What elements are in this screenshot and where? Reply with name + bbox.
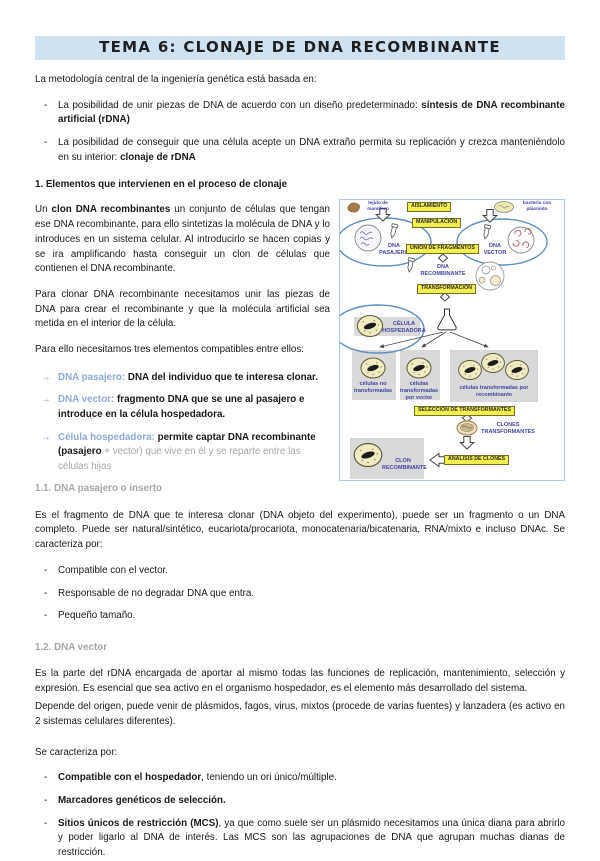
- flask-icon: [437, 308, 457, 331]
- celulas-transformadas-vector-label: células transformadas por vector: [399, 381, 439, 402]
- cell-icon: [481, 353, 505, 374]
- paragraph-text: Un: [35, 204, 52, 216]
- bullet-bold-text: síntesis de DNA recombinante artificial …: [58, 99, 565, 126]
- aislamiento-box: AISLAMIENTO: [407, 202, 452, 213]
- list-item: Pequeño tamaño.: [35, 609, 565, 624]
- section-1-2: 1.2. DNA vector Es la parte del rDNA enc…: [35, 642, 565, 861]
- list-item: Compatible con el hospedador, teniendo u…: [35, 771, 565, 786]
- bullet-bold-text: Compatible con el hospedador: [58, 772, 202, 784]
- list-item: Marcadores genéticos de selección.: [35, 794, 565, 809]
- microtube-icon: [388, 223, 399, 240]
- paragraph-bold-text: clon DNA recombinantes: [51, 204, 171, 216]
- connector-diamond-icon: [440, 292, 450, 302]
- list-item: Sitios únicos de restricción (MCS), ya q…: [35, 817, 565, 861]
- arrow-item-dna-vector: → DNA vector: fragmento DNA que se une al…: [35, 393, 330, 422]
- host-cell-icon: [356, 315, 384, 338]
- microtube-icon: [405, 257, 415, 274]
- arrow-item-muted: + vector) que vive en él y se reparte en…: [58, 446, 301, 473]
- page-title: TEMA 6: CLONAJE DE DNA RECOMBINANTE: [99, 38, 501, 56]
- manipulacion-box: MANIPULACIÓN: [412, 218, 462, 229]
- down-arrow-icon: [459, 436, 475, 450]
- paragraph: Depende del origen, puede venir de plásm…: [35, 701, 565, 727]
- dna-vector-label: DNA VECTOR: [483, 243, 507, 257]
- bullet-bold-text: Marcadores genéticos de selección.: [58, 795, 226, 806]
- celula-hospedadora-label: CÉLULA HOSPEDADORA: [382, 321, 426, 335]
- intro-bullet-list: La posibilidad de unir piezas de DNA de …: [35, 99, 565, 166]
- clone-cell-icon: [353, 443, 383, 468]
- paragraph: Es el fragmento de DNA que te interesa c…: [35, 509, 565, 551]
- bullet-text: La posibilidad de conseguir que una célu…: [58, 137, 565, 163]
- dna-pasajero-icon: [354, 224, 382, 252]
- spread-arrows: [379, 332, 489, 349]
- paragraph-text: un conjunto de células que tengan ese DN…: [35, 204, 330, 275]
- section-1-1: Es el fragmento de DNA que te interesa c…: [35, 509, 565, 624]
- section-1-text-column: Un clon DNA recombinantes un conjunto de…: [35, 203, 330, 493]
- section-1-2-bullets: Compatible con el hospedador, teniendo u…: [35, 771, 565, 860]
- section-1-1-heading: 1.1. DNA pasajero o inserto: [35, 482, 163, 494]
- list-item: Responsable de no degradar DNA que entra…: [35, 587, 565, 602]
- arrow-glyph: →: [41, 431, 51, 443]
- section-1-2-heading: 1.2. DNA vector: [35, 641, 108, 653]
- arrow-glyph: →: [41, 394, 51, 406]
- dna-vector-icon: [507, 226, 535, 254]
- dna-recombinante-label: DNA RECOMBINANTE: [420, 264, 466, 278]
- list-item: La posibilidad de conseguir que una célu…: [35, 136, 565, 165]
- petri-dish-icon: [456, 420, 478, 436]
- celulas-no-transformadas-label: células no transformadas: [353, 381, 393, 395]
- intro-lead: La metodología central de la ingeniería …: [35, 74, 317, 85]
- arrow-item-desc: DNA del individuo que te interesa clonar…: [125, 371, 319, 383]
- dna-recombinante-icon: [475, 261, 505, 291]
- title-highlight-band: TEMA 6: CLONAJE DE DNA RECOMBINANTE: [35, 36, 565, 60]
- paragraph: Para ello necesitamos tres elementos com…: [35, 343, 305, 355]
- section-1-heading: 1. Elementos que intervienen en el proce…: [35, 179, 288, 191]
- section-1-1-bullets: Compatible con el vector. Responsable de…: [35, 564, 565, 624]
- clon-recombinante-label: CLON RECOMBINANTE: [382, 458, 427, 472]
- clones-transformantes-label: CLONES TRANSFORMANTES: [481, 422, 535, 436]
- transformacion-box: TRANSFORMACIÓN: [417, 284, 476, 295]
- cell-icon: [406, 357, 432, 379]
- list-item: Compatible con el vector.: [35, 564, 565, 579]
- bullet-text: La posibilidad de unir piezas de DNA de …: [58, 99, 422, 111]
- seleccion-transformantes-box: SELECCIÓN DE TRANSFORMANTES: [414, 406, 515, 417]
- paragraph: Es la parte del rDNA encargada de aporta…: [35, 667, 565, 694]
- bullet-bold-text: Sitios únicos de restricción (MCS): [58, 817, 219, 829]
- microtube-icon: [481, 224, 492, 241]
- arrow-item-label: DNA pasajero:: [58, 371, 126, 383]
- group-ellipses: [340, 217, 548, 355]
- list-item: La posibilidad de unir piezas de DNA de …: [35, 99, 565, 128]
- arrow-item-celula-hospedadora: → Célula hospedadora: permite captar DNA …: [35, 431, 330, 475]
- arrow-item-label: DNA vector:: [58, 394, 115, 406]
- arrow-item-desc: fragmento DNA que se une al pasajero e i…: [58, 394, 305, 420]
- celulas-transformadas-recombinante-label: células transformadas por recombinante: [459, 385, 529, 399]
- arrow-item-desc: permite captar DNA recombinante (pasajer…: [58, 431, 316, 458]
- bacteria-icon: [494, 201, 514, 214]
- two-column-layout: Un clon DNA recombinantes un conjunto de…: [35, 199, 565, 494]
- paragraph: Para clonar DNA recombinante necesitamos…: [35, 288, 330, 330]
- bacteria-label: bacteria con plásmido: [522, 201, 552, 213]
- cell-icon: [360, 357, 386, 379]
- bullet-text: , teniendo un ori único/múltiple.: [201, 772, 337, 784]
- left-arrow-icon: [429, 452, 446, 468]
- tissue-label: tejido de mamífero: [367, 201, 389, 213]
- union-fragmentos-box: UNIÓN DE FRAGMENTOS: [406, 244, 479, 255]
- paragraph: Se caracteriza por:: [35, 746, 118, 758]
- cloning-process-diagram: tejido de mamífero AISLAMIENTO bacteria …: [339, 199, 565, 482]
- arrow-item-label: Célula hospedadora:: [58, 431, 155, 443]
- cell-icon: [505, 360, 529, 381]
- arrow-item-dna-pasajero: → DNA pasajero: DNA del individuo que te …: [35, 371, 330, 386]
- diagram-shapes: [340, 201, 548, 480]
- paragraph: Un clon DNA recombinantes un conjunto de…: [35, 203, 330, 276]
- mammal-tissue-icon: [347, 203, 360, 213]
- dna-pasajero-label: DNA PASAJERO: [379, 243, 409, 257]
- connector-diamond-icon: [438, 253, 448, 263]
- analisis-clones-box: ANÁLISIS DE CLONES: [444, 455, 510, 466]
- bullet-bold-text: clonaje de rDNA: [120, 151, 196, 163]
- cell-icon: [458, 360, 482, 381]
- arrow-glyph: →: [41, 371, 51, 383]
